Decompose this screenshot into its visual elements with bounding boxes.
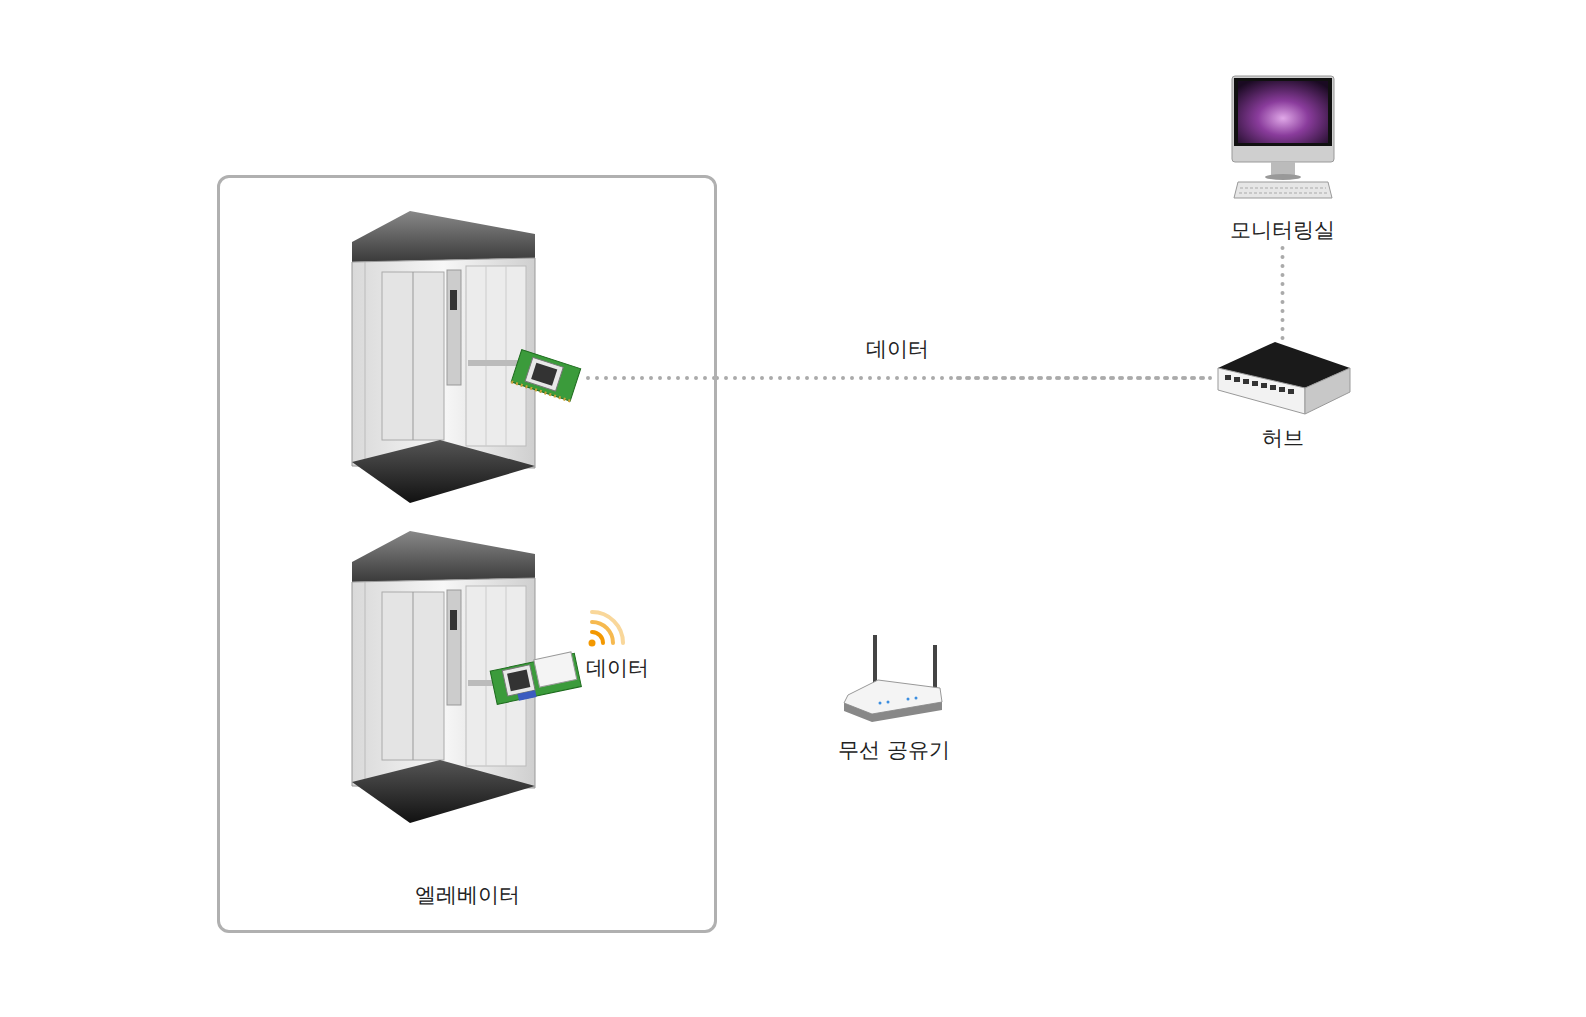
device-node: 허브 (1212, 338, 1354, 453)
hub-icon (1218, 342, 1350, 414)
node-label: 모니터링실 (1230, 218, 1335, 243)
wireless-module (490, 651, 582, 705)
device-node: 모니터링실 (1220, 72, 1345, 247)
dotted-connector (717, 378, 1212, 379)
wifi-icon (589, 612, 624, 647)
wired-module (511, 350, 580, 401)
node-label: 무선 공유기 (838, 738, 950, 763)
data-label: 데이터 (586, 656, 649, 681)
dotted-connector (1282, 247, 1283, 338)
node-label: 허브 (1262, 426, 1304, 451)
router-icon (844, 635, 942, 722)
group-box: 엘레베이터 (217, 175, 717, 933)
module-wire (588, 376, 716, 380)
dotted-connector (958, 378, 1212, 379)
monitor-icon (1232, 76, 1334, 198)
node-label: 엘레베이터 (415, 883, 520, 908)
edge-label: 데이터 (862, 337, 933, 362)
device-node: 무선 공유기 (830, 632, 958, 765)
